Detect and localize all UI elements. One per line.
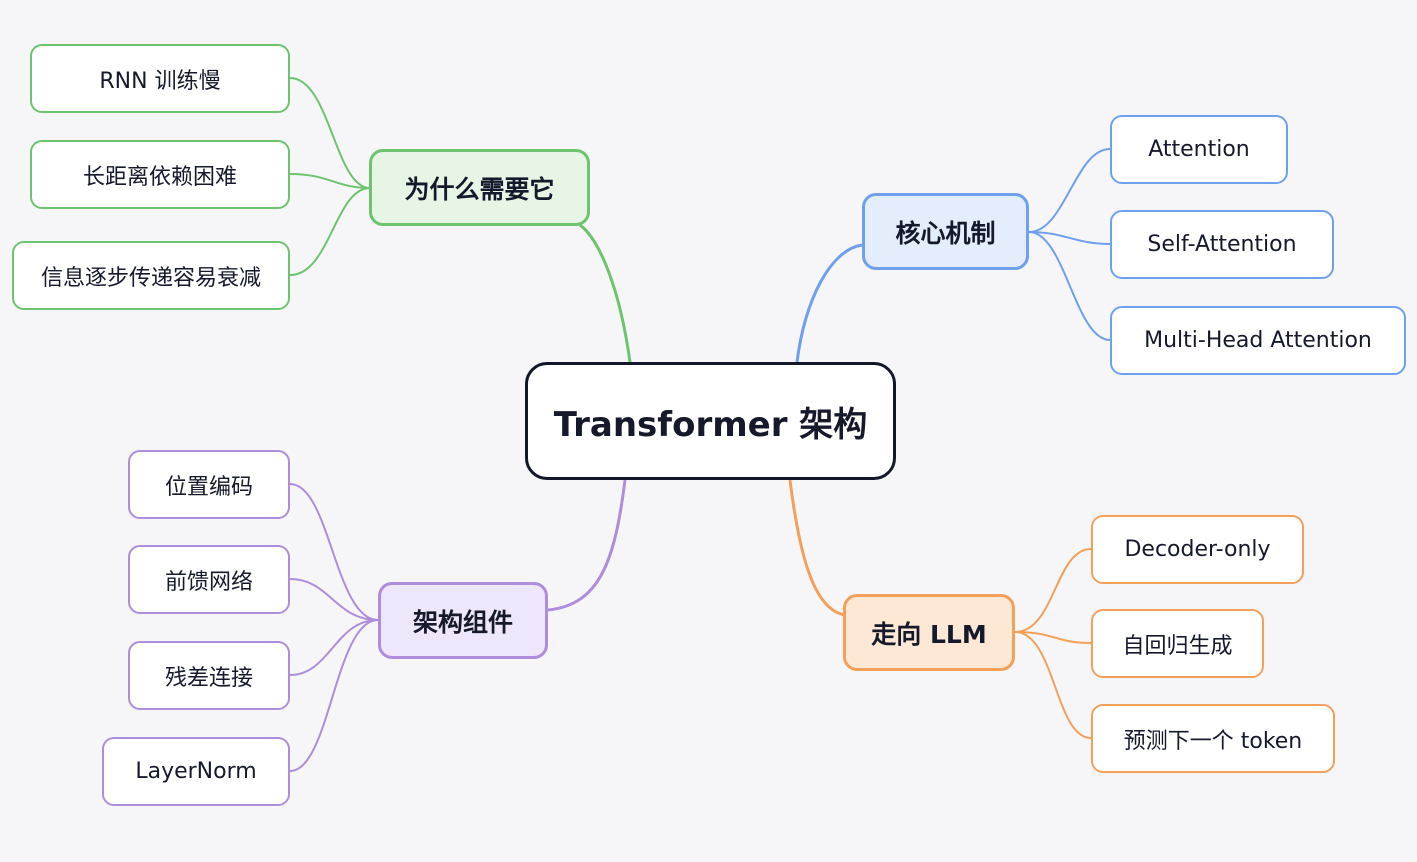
branch-arch: 架构组件 bbox=[378, 582, 548, 659]
leaf-why-3: 信息逐步传递容易衰减 bbox=[12, 241, 290, 310]
leaf-arch-4: LayerNorm bbox=[102, 737, 290, 806]
link-arch-item-1 bbox=[289, 483, 379, 621]
leaf-arch-2: 前馈网络 bbox=[128, 545, 290, 614]
leaf-core-1: Attention bbox=[1110, 115, 1288, 184]
link-root-why bbox=[579, 223, 632, 363]
branch-core: 核心机制 bbox=[862, 193, 1029, 270]
leaf-why-2: 长距离依赖困难 bbox=[30, 140, 290, 209]
leaf-core-2: Self-Attention bbox=[1110, 210, 1334, 279]
link-core-item-3 bbox=[1028, 231, 1111, 341]
link-root-core bbox=[795, 243, 863, 363]
link-core-item-1 bbox=[1028, 148, 1111, 233]
link-llm-item-1 bbox=[1014, 548, 1092, 633]
link-why-item-1 bbox=[289, 77, 371, 189]
branch-llm: 走向 LLM bbox=[843, 594, 1015, 671]
branch-why: 为什么需要它 bbox=[369, 149, 590, 226]
leaf-arch-3: 残差连接 bbox=[128, 641, 290, 710]
leaf-arch-1: 位置编码 bbox=[128, 450, 290, 519]
link-core-item-2 bbox=[1028, 231, 1111, 245]
link-arch-item-4 bbox=[289, 619, 379, 772]
link-why-item-2 bbox=[289, 173, 371, 189]
leaf-core-3: Multi-Head Attention bbox=[1110, 306, 1406, 375]
leaf-llm-1: Decoder-only bbox=[1091, 515, 1304, 584]
link-arch-item-2 bbox=[289, 578, 379, 621]
leaf-llm-3: 预测下一个 token bbox=[1091, 704, 1335, 773]
link-why-item-3 bbox=[289, 187, 371, 276]
link-llm-item-2 bbox=[1014, 631, 1092, 644]
link-llm-item-3 bbox=[1014, 631, 1092, 739]
root-node: Transformer 架构 bbox=[525, 362, 896, 480]
leaf-why-1: RNN 训练慢 bbox=[30, 44, 290, 113]
link-root-llm bbox=[788, 479, 846, 617]
leaf-llm-2: 自回归生成 bbox=[1091, 609, 1264, 678]
link-root-arch bbox=[547, 479, 627, 612]
link-arch-item-3 bbox=[289, 619, 379, 676]
